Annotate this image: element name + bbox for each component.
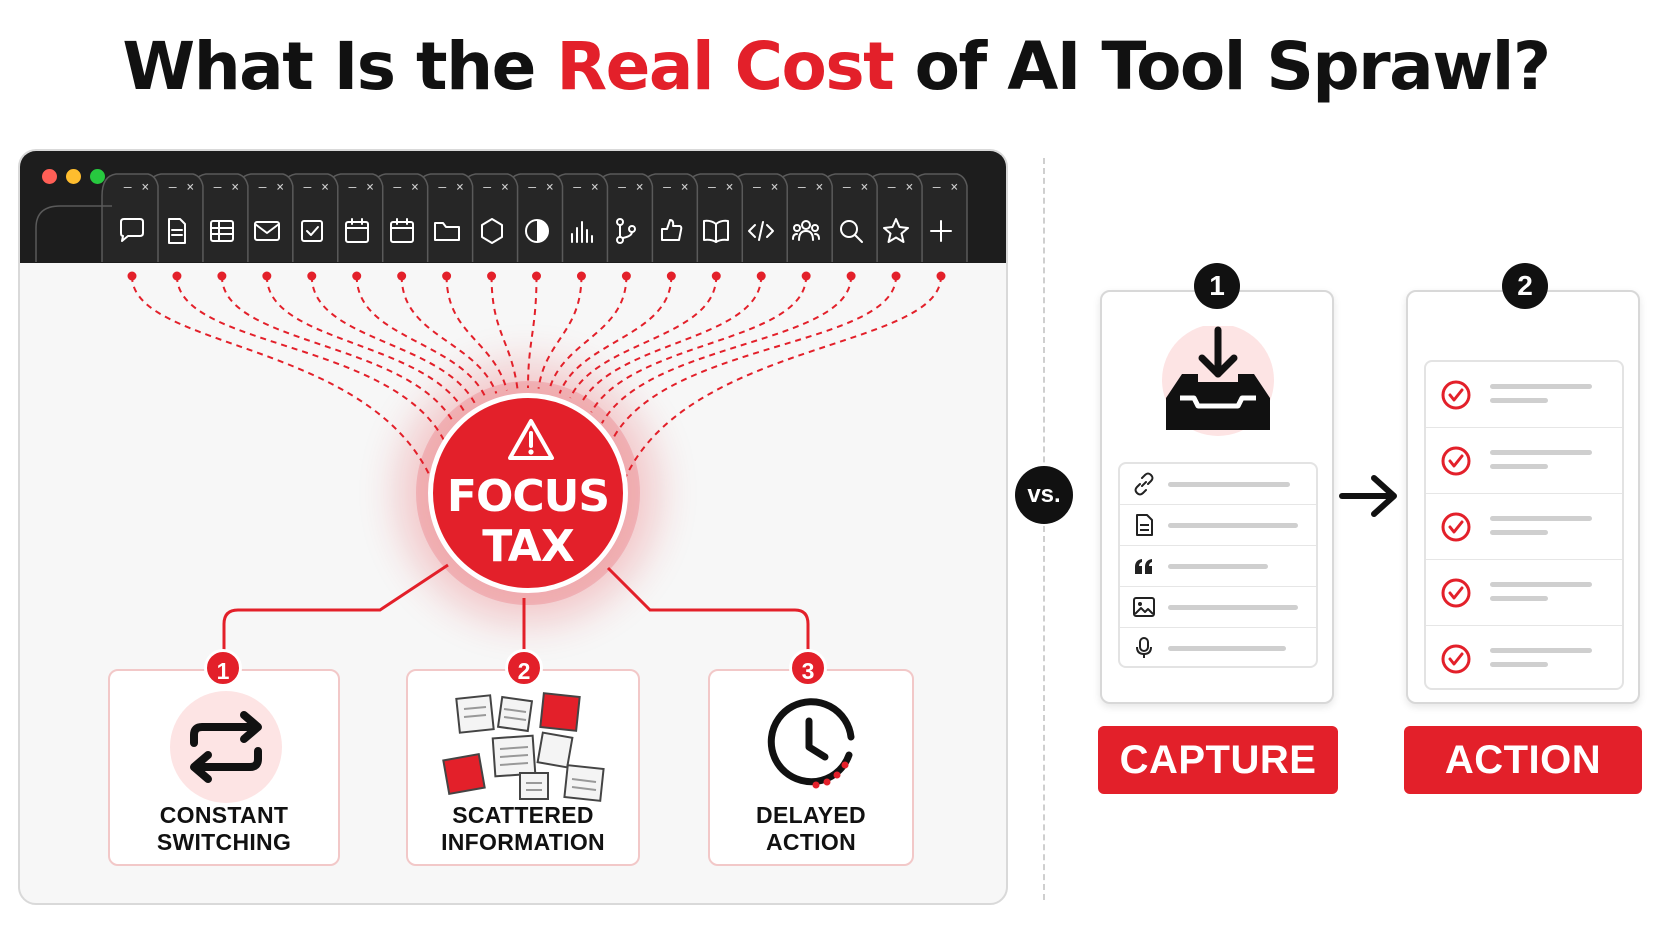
title-highlight: Real Cost [556,28,894,105]
list-item [1120,628,1316,669]
tab-controls[interactable]: – × [348,180,375,195]
check-circle-icon [1441,512,1471,542]
branch-icon[interactable] [611,216,641,246]
tab-controls[interactable]: – × [258,180,286,195]
tab-controls[interactable]: – × [213,180,241,195]
scattered-notes-icon [442,692,605,802]
star-icon[interactable] [881,216,911,246]
tab-controls[interactable]: – × [483,180,510,195]
focus-tax-label: FOCUS TAX [446,471,610,572]
thumbs-up-icon[interactable] [656,216,686,246]
tab-controls[interactable]: – × [797,180,825,195]
list-item [1120,505,1316,546]
tab-controls[interactable]: – × [393,180,420,195]
action-item-list [1424,360,1624,690]
search-icon[interactable] [836,216,866,246]
microphone-icon [1136,637,1152,658]
book-icon[interactable] [701,216,731,246]
tab-controls[interactable]: – × [528,180,555,195]
tab-controls[interactable]: – × [663,180,690,195]
check-circle-icon [1441,644,1471,674]
document-icon[interactable] [162,216,192,246]
problem-number-badge: 3 [789,649,827,687]
minimize-window-dot[interactable] [66,169,81,184]
clock-icon [767,698,855,789]
page-title: What Is the Real Cost of AI Tool Sprawl? [122,28,1551,105]
tab-controls[interactable]: – × [573,180,600,195]
focus-tax-circle: FOCUS TAX [428,393,628,593]
bar-chart-icon[interactable] [566,216,596,246]
step-number-badge: 1 [1194,263,1240,309]
section-divider [1043,158,1045,900]
problem-number-badge: 2 [505,649,543,687]
image-icon [1133,597,1155,617]
document-icon [1136,514,1153,536]
capture-item-list [1118,462,1318,668]
chat-bubble-icon[interactable] [117,216,147,246]
tab-controls[interactable]: – × [303,180,330,195]
code-icon[interactable] [746,216,776,246]
check-circle-icon [1441,380,1471,410]
tab-controls[interactable]: – × [842,180,870,195]
checkbox-icon[interactable] [297,216,327,246]
tab-controls[interactable]: – × [752,180,780,195]
check-circle-icon [1441,446,1471,476]
mail-icon[interactable] [252,216,282,246]
link-icon [1134,472,1154,496]
pie-chart-icon[interactable] [522,216,552,246]
capture-panel [1100,290,1334,704]
list-item [1426,428,1622,494]
tab-controls[interactable]: – × [618,180,645,195]
list-item [1426,560,1622,626]
browser-tab-bar [20,151,1006,263]
vs-badge: vs. [1015,466,1073,524]
maximize-window-dot[interactable] [90,169,105,184]
calendar-icon[interactable] [387,216,417,246]
table-icon[interactable] [207,216,237,246]
list-item [1426,494,1622,560]
list-item [1120,546,1316,587]
tab-controls[interactable]: – × [932,180,960,195]
warning-triangle-icon [508,419,554,460]
process-arrow [1339,475,1397,517]
action-panel [1406,290,1640,704]
tab-controls[interactable]: – × [123,180,151,195]
step-number-badge: 2 [1502,263,1548,309]
problem-number-badge: 1 [204,649,242,687]
tab-controls[interactable]: – × [438,180,465,195]
quote-icon [1135,559,1152,574]
list-item [1120,587,1316,628]
people-icon[interactable] [791,216,821,246]
tab-controls[interactable]: – × [887,180,915,195]
list-item [1120,464,1316,505]
folder-icon[interactable] [432,216,462,246]
tab-controls[interactable]: – × [168,180,196,195]
list-item [1426,362,1622,428]
close-window-dot[interactable] [42,169,57,184]
plus-icon[interactable] [926,216,956,246]
inbox-download-icon [1162,326,1274,436]
capture-button[interactable]: CAPTURE [1098,726,1338,794]
calendar-icon[interactable] [342,216,372,246]
switch-arrows-icon [170,691,282,803]
check-circle-icon [1441,578,1471,608]
action-button[interactable]: ACTION [1404,726,1642,794]
list-item [1426,626,1622,692]
tab-controls[interactable]: – × [708,180,735,195]
hexagon-icon[interactable] [477,216,507,246]
